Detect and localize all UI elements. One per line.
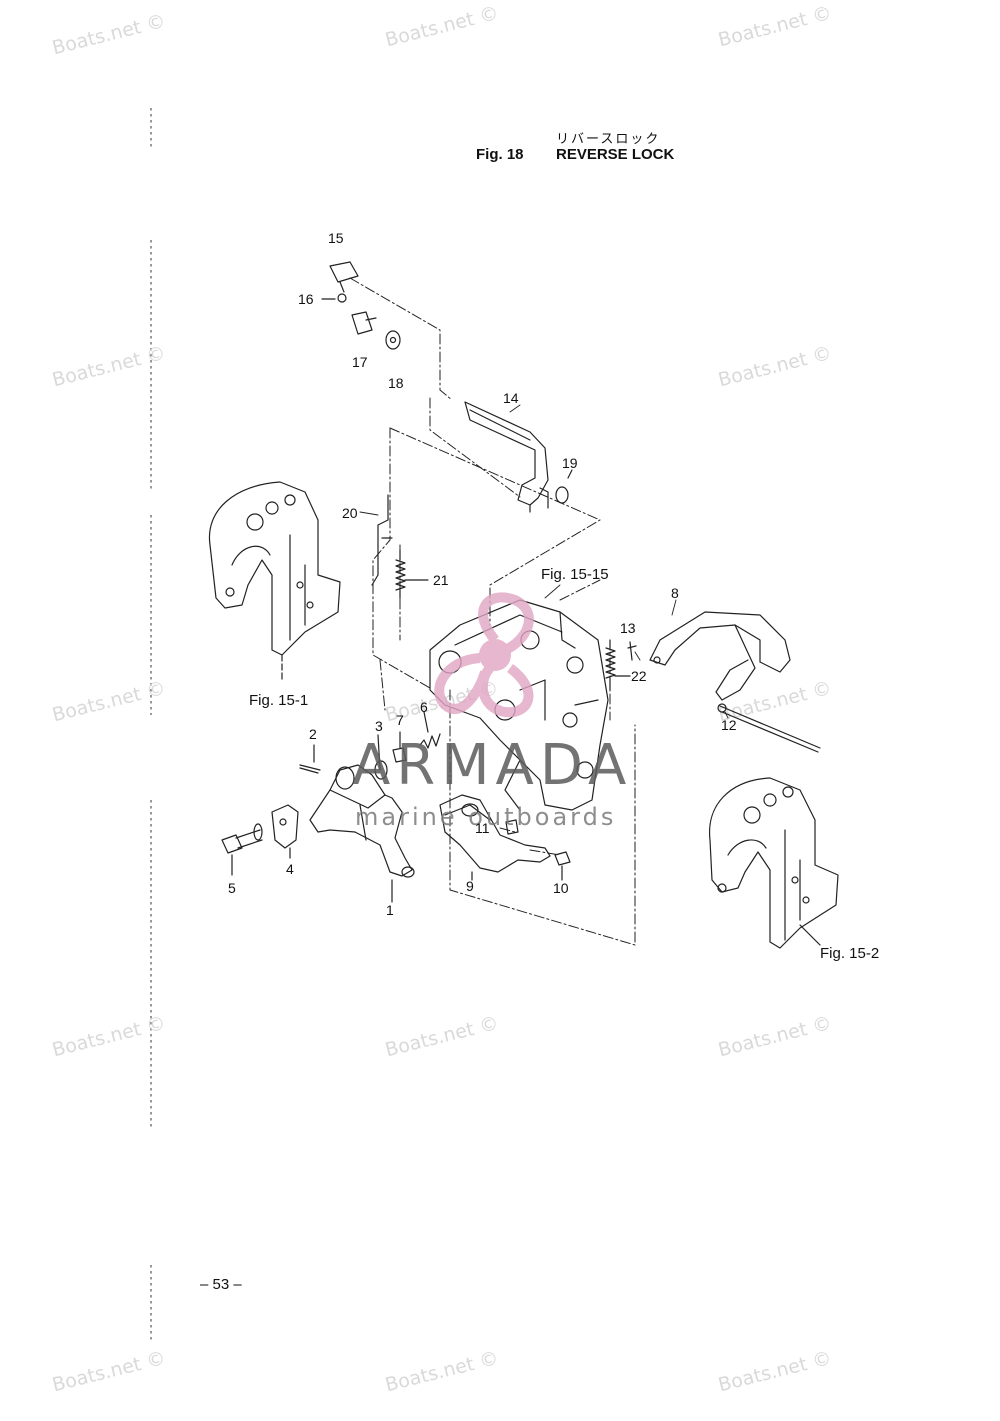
part-label-13: 13 bbox=[620, 620, 636, 636]
part-16-pin bbox=[321, 293, 347, 303]
japanese-title: リバースロック bbox=[556, 132, 661, 147]
part-label-12: 12 bbox=[721, 717, 737, 733]
margin-dots-4 bbox=[150, 800, 152, 1130]
part-19-washer bbox=[555, 469, 573, 504]
part-label-17: 17 bbox=[352, 354, 368, 370]
part-label-10: 10 bbox=[553, 880, 569, 896]
margin-dots-1 bbox=[150, 108, 152, 148]
brand-tagline: marine outboards bbox=[355, 803, 617, 831]
page-number: – 53 – bbox=[200, 1276, 242, 1293]
fig-ref-15-1: Fig. 15-1 bbox=[249, 692, 309, 709]
part-2-pin bbox=[299, 744, 321, 774]
part-6-spring bbox=[419, 711, 441, 749]
part-8-handle bbox=[649, 611, 791, 701]
part-15-clip bbox=[329, 261, 359, 293]
part-label-2: 2 bbox=[309, 726, 317, 742]
part-label-18: 18 bbox=[388, 375, 404, 391]
assembly-lines bbox=[349, 277, 636, 946]
fig-ref-15-15: Fig. 15-15 bbox=[541, 566, 609, 583]
part-17-pin bbox=[351, 311, 377, 335]
part-4-plate bbox=[271, 804, 299, 859]
part-label-14: 14 bbox=[503, 390, 519, 406]
part-5-bolt bbox=[221, 823, 263, 876]
brand-name: ARMADA bbox=[352, 733, 633, 798]
part-13-clip bbox=[627, 641, 637, 661]
part-22-spring bbox=[605, 639, 631, 691]
part-label-11: 11 bbox=[475, 820, 490, 836]
part-label-20: 20 bbox=[342, 505, 358, 521]
part-label-7: 7 bbox=[396, 712, 404, 728]
part-18-washer bbox=[385, 330, 401, 350]
part-11-nut bbox=[505, 819, 519, 835]
part-label-21: 21 bbox=[433, 572, 449, 588]
fig-15-2-bracket bbox=[708, 777, 839, 949]
margin-dots-5 bbox=[150, 1265, 152, 1340]
part-label-22: 22 bbox=[631, 668, 647, 684]
part-label-3: 3 bbox=[375, 718, 383, 734]
part-label-4: 4 bbox=[286, 861, 294, 877]
part-label-15: 15 bbox=[328, 230, 344, 246]
fig-ref-15-2: Fig. 15-2 bbox=[820, 945, 880, 962]
margin-dots-2 bbox=[150, 240, 152, 490]
part-14-lock-rod bbox=[464, 401, 549, 513]
part-1-lever-bracket bbox=[309, 764, 415, 903]
part-label-5: 5 bbox=[228, 880, 236, 896]
part-20-rod bbox=[371, 494, 393, 586]
part-label-1: 1 bbox=[386, 902, 394, 918]
figure-number: Fig. 18 bbox=[476, 146, 524, 163]
part-9-lower-bracket bbox=[439, 794, 551, 881]
fig-15-1-bracket bbox=[208, 481, 341, 681]
part-12-rod bbox=[717, 703, 821, 753]
part-label-16: 16 bbox=[298, 291, 314, 307]
figure-title: REVERSE LOCK bbox=[556, 146, 675, 163]
margin-dots-3 bbox=[150, 515, 152, 715]
part-10-bolt bbox=[554, 851, 571, 881]
part-21-spring bbox=[395, 549, 429, 599]
part-3-pin bbox=[374, 734, 388, 780]
part-label-8: 8 bbox=[671, 585, 679, 601]
part-7-nut bbox=[392, 731, 407, 763]
part-label-19: 19 bbox=[562, 455, 578, 471]
armada-logo bbox=[434, 592, 534, 718]
part-label-6: 6 bbox=[420, 699, 428, 715]
part-label-9: 9 bbox=[466, 878, 474, 894]
leader-lines bbox=[359, 404, 729, 719]
